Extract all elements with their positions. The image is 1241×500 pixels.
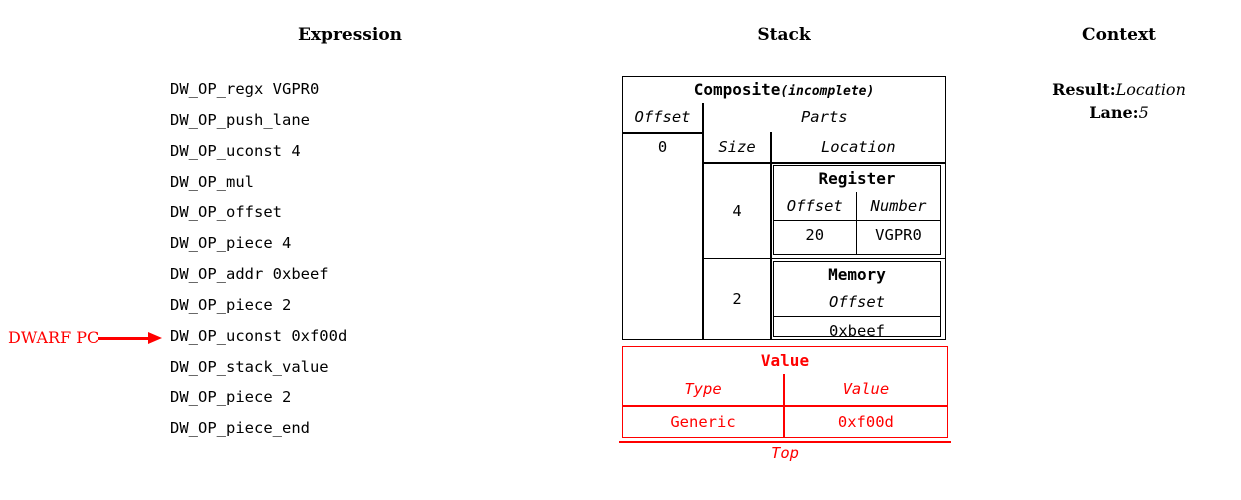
expression-line: DW_OP_push_lane <box>170 110 310 129</box>
register-title: Register <box>818 169 896 188</box>
memory-location-table: Memory Offset 0xbeef <box>773 261 941 340</box>
context-entry-key: Lane: <box>1089 103 1139 122</box>
part-size: 4 <box>732 201 742 220</box>
memory-offset-value: 0xbeef <box>829 322 885 341</box>
composite-title: Composite(incomplete) <box>623 77 945 103</box>
rule-register-header <box>774 220 940 222</box>
divider-size-location <box>770 132 772 162</box>
expression-line: DW_OP_regx VGPR0 <box>170 80 320 98</box>
rule-offset-header <box>623 132 702 134</box>
divider-register-values <box>855 220 857 254</box>
register-location-table: Register Offset Number 20 VGPR0 <box>773 165 941 255</box>
expression-line: DW_OP_stack_value <box>170 357 329 376</box>
memory-offset-header: Offset <box>829 293 885 311</box>
composite-offset-header: Offset <box>634 108 691 126</box>
memory-title: Memory <box>828 265 886 284</box>
expression-line: DW_OP_uconst 4 <box>170 141 301 160</box>
expression-line: DW_OP_piece_end <box>170 419 310 438</box>
value-type-header: Type <box>684 380 722 398</box>
value-type-value: Generic <box>670 412 736 431</box>
composite-table: Composite(incomplete) Offset 0 Parts Siz… <box>622 76 946 340</box>
context-entry-value: Location <box>1115 80 1186 99</box>
column-header-context: Context <box>1082 25 1156 45</box>
composite-parts-header: Parts <box>800 108 848 126</box>
register-number-value: VGPR0 <box>875 226 922 245</box>
register-offset-header: Offset <box>786 197 843 215</box>
expression-line: DW_OP_piece 4 <box>170 234 292 253</box>
register-offset-value: 20 <box>805 226 825 245</box>
expression-line: DW_OP_mul <box>170 172 254 191</box>
rule-value-header <box>623 405 947 407</box>
dwarf-pc-marker: DWARF PC <box>8 326 164 350</box>
value-value-header: Value <box>842 380 890 398</box>
context-list: Result:Location Lane:5 <box>1019 78 1219 124</box>
column-header-stack: Stack <box>757 25 811 45</box>
composite-offset-value: 0 <box>657 138 668 156</box>
expression-line: DW_OP_offset <box>170 203 282 222</box>
composite-title-sub: (incomplete) <box>780 84 875 99</box>
divider-register-columns <box>855 192 857 220</box>
top-underline <box>619 441 951 443</box>
rule-parts-header <box>703 162 945 164</box>
divider-offset-parts <box>702 103 704 339</box>
register-number-header: Number <box>870 197 927 215</box>
rule-memory-header <box>774 316 940 318</box>
context-entry: Result:Location <box>1019 78 1219 101</box>
part-size: 2 <box>732 290 742 309</box>
expression-line: DW_OP_piece 2 <box>170 295 292 314</box>
dwarf-pc-label: DWARF PC <box>8 328 100 347</box>
expression-list: DW_OP_regx VGPR0 DW_OP_push_lane DW_OP_u… <box>170 74 590 444</box>
composite-title-main: Composite <box>693 80 781 99</box>
divider-size-column <box>770 162 772 339</box>
expression-line: DW_OP_uconst 0xf00d <box>170 326 348 345</box>
context-entry-value: 5 <box>1138 103 1149 122</box>
context-entry: Lane:5 <box>1019 101 1219 124</box>
stack-top-label: Top <box>771 444 799 462</box>
expression-line: DW_OP_addr 0xbeef <box>170 265 329 284</box>
value-value-value: 0xf00d <box>837 412 894 431</box>
expression-line: DW_OP_piece 2 <box>170 388 292 407</box>
arrow-right-icon <box>98 332 164 344</box>
value-table: Value Type Value Generic 0xf00d <box>622 346 948 438</box>
column-header-expression: Expression <box>297 25 403 45</box>
value-title: Value <box>760 351 810 370</box>
context-entry-key: Result: <box>1052 80 1116 99</box>
parts-size-header: Size <box>718 138 756 156</box>
rule-between-parts <box>703 257 945 260</box>
parts-location-header: Location <box>820 138 896 156</box>
